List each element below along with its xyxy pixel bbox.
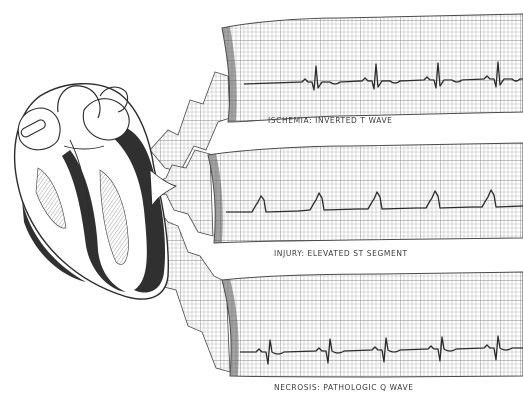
caption-injury: INJURY: ELEVATED ST SEGMENT xyxy=(274,249,408,258)
caption-necrosis: NECROSIS: PATHOLOGIC Q WAVE xyxy=(274,383,414,392)
strip-band-ischemia xyxy=(222,14,523,122)
strip-band-injury xyxy=(208,143,523,243)
ecg-strip-injury: INJURY: ELEVATED ST SEGMENT xyxy=(152,143,523,258)
caption-ischemia: ISCHEMIA: INVERTED T WAVE xyxy=(268,116,393,125)
heart-illustration xyxy=(15,84,176,299)
